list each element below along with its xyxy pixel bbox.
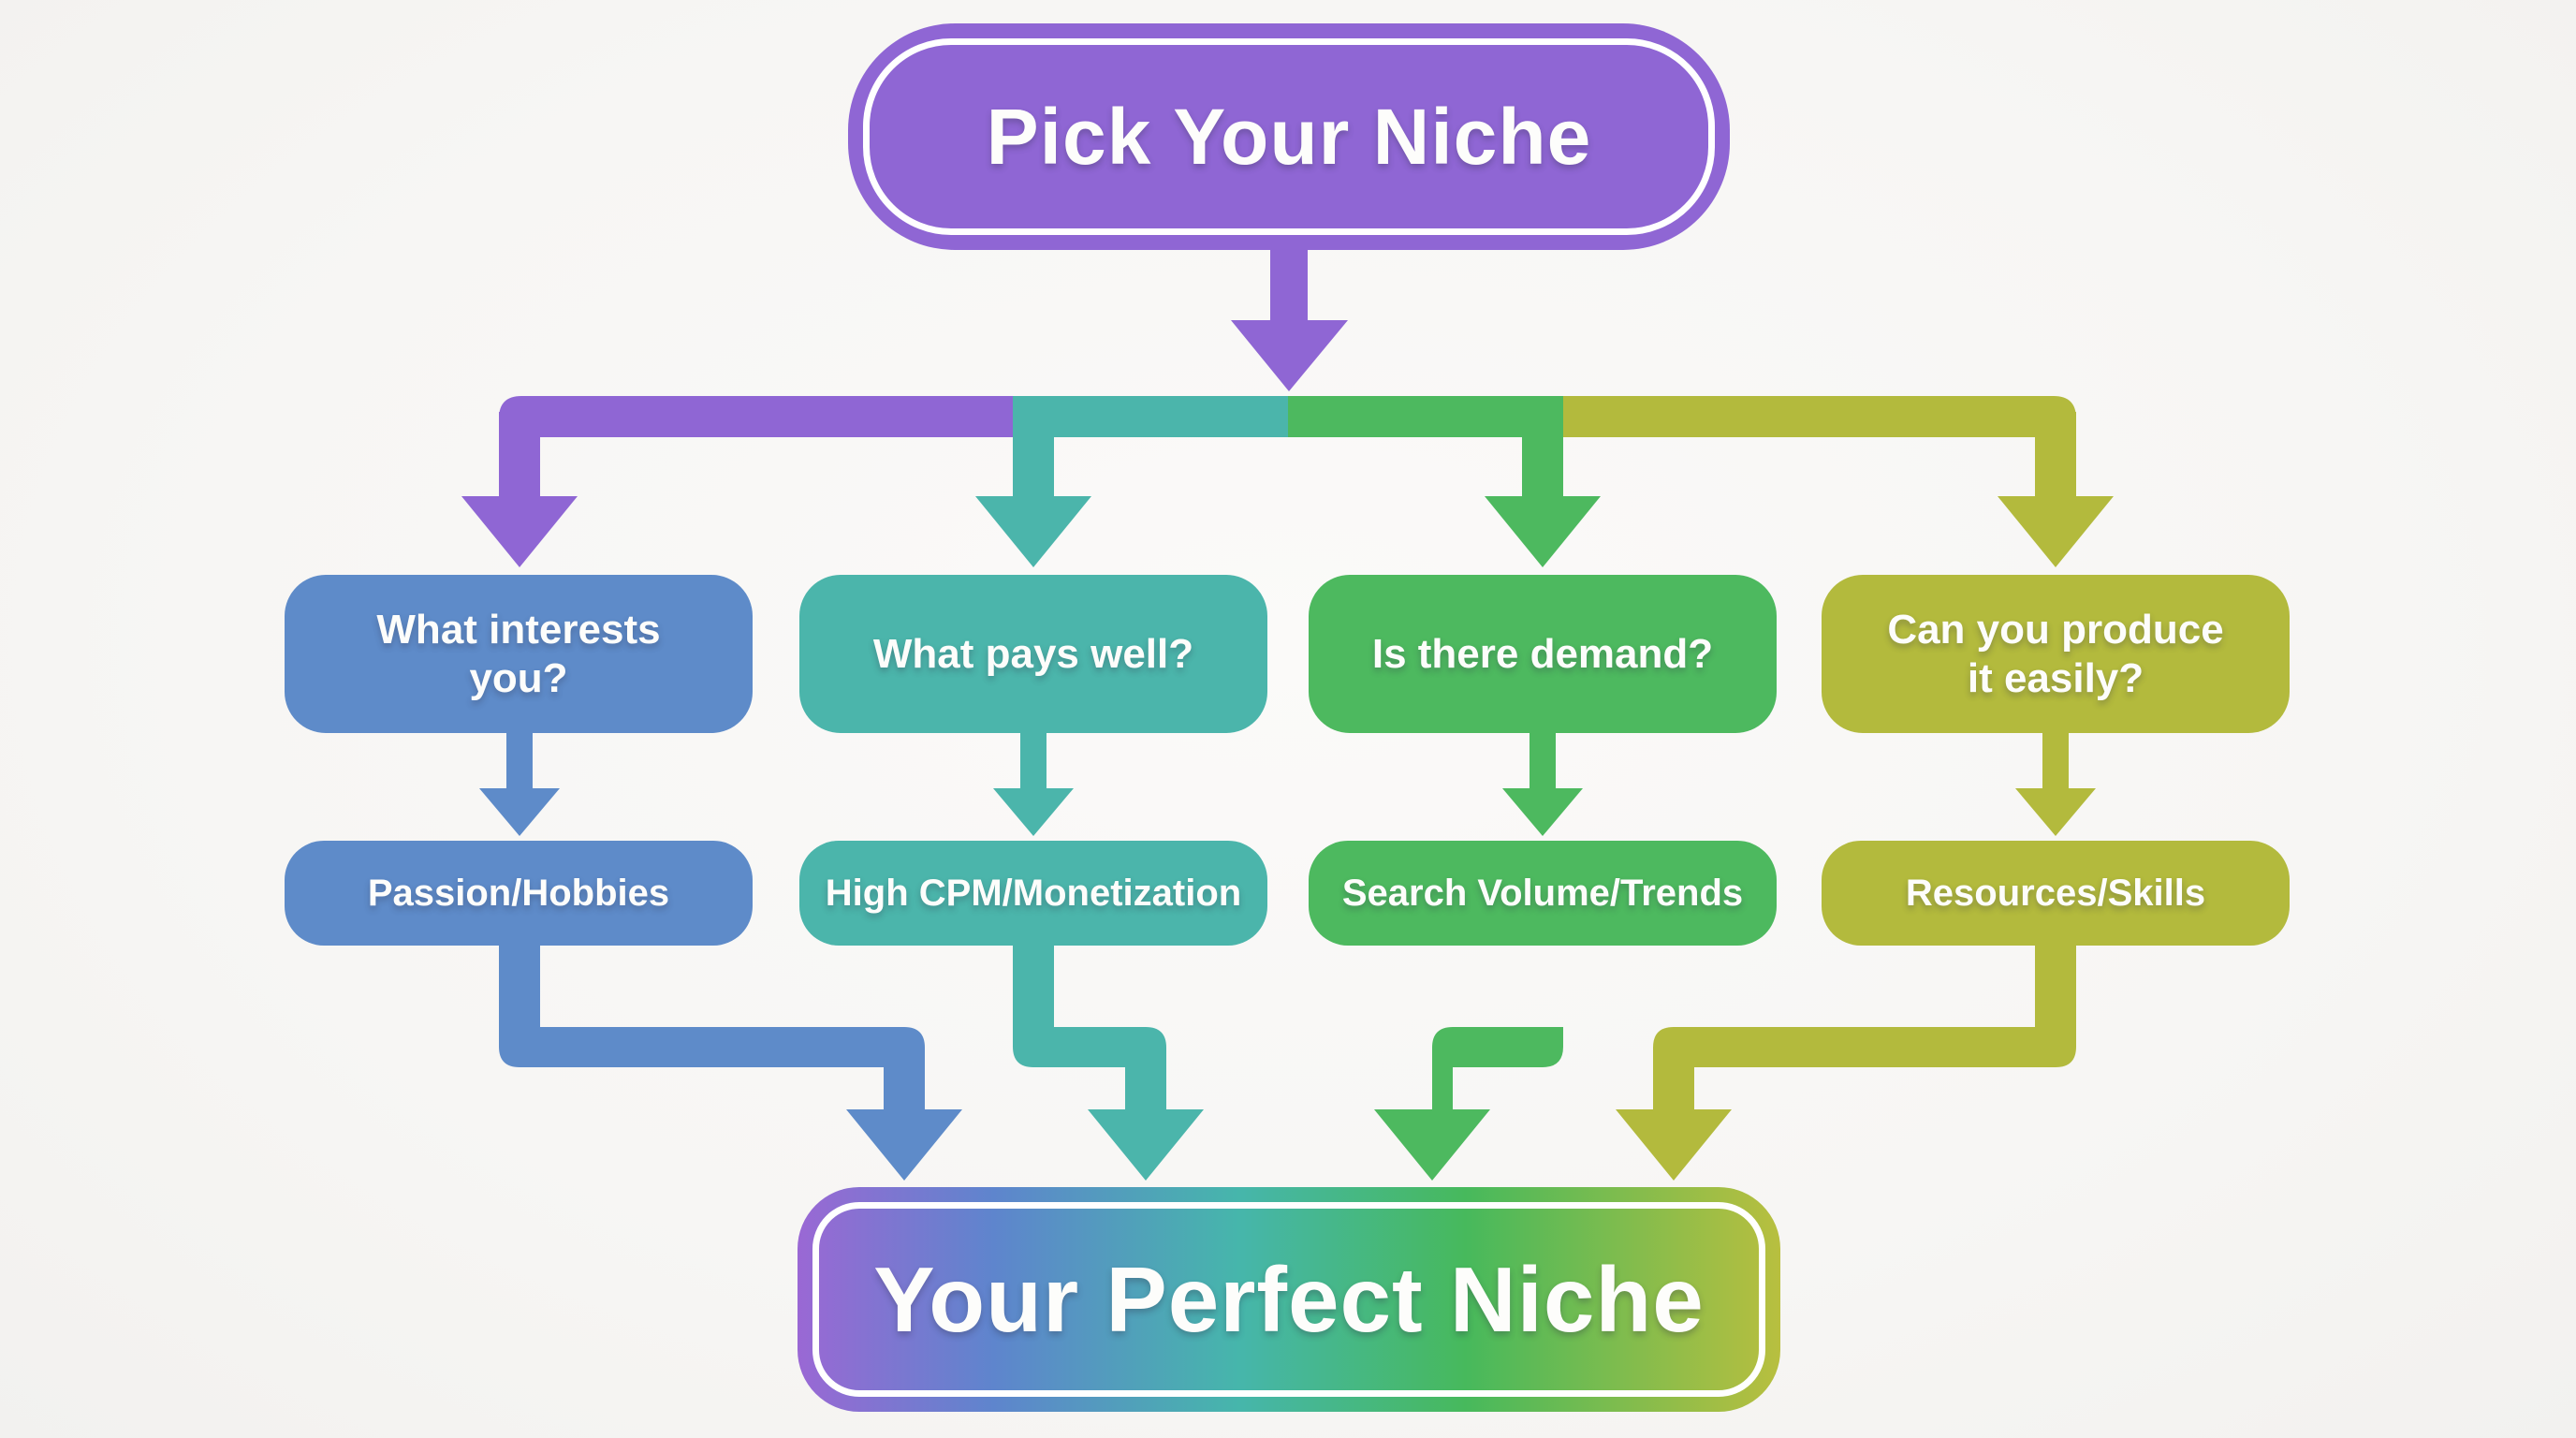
question-text: What interests you? — [376, 606, 661, 701]
answer-node-resources: Resources/Skills — [1822, 841, 2290, 946]
bar-segment-olive — [1563, 396, 2076, 437]
arrow-question-to-answer-3-icon — [1502, 731, 1583, 836]
distributor-bar — [499, 396, 2076, 437]
arrow-title-to-bar-icon — [1231, 247, 1348, 391]
question-text: Can you produce it easily? — [1887, 606, 2224, 701]
answer-node-passion: Passion/Hobbies — [285, 841, 753, 946]
answer-text: High CPM/Monetization — [825, 872, 1242, 914]
question-node-pays: What pays well? — [799, 575, 1267, 733]
title-text: Pick Your Niche — [986, 92, 1592, 181]
elbow-answer-4-to-result-icon — [1616, 944, 2076, 1181]
title-node: Pick Your Niche — [848, 23, 1730, 250]
result-node: Your Perfect Niche — [798, 1187, 1780, 1412]
answer-text: Search Volume/Trends — [1341, 872, 1744, 914]
question-node-produce: Can you produce it easily? — [1822, 575, 2290, 733]
arrow-bar-to-question-1-icon — [461, 412, 578, 567]
elbow-answer-3-to-result-icon — [1374, 944, 1563, 1181]
arrow-bar-to-question-2-icon — [975, 412, 1091, 567]
result-text: Your Perfect Niche — [873, 1247, 1705, 1351]
elbow-answer-1-to-result-icon — [499, 944, 962, 1181]
arrow-question-to-answer-4-icon — [2015, 731, 2096, 836]
answer-node-search: Search Volume/Trends — [1309, 841, 1777, 946]
bar-segment-green — [1288, 396, 1563, 437]
arrow-bar-to-question-3-icon — [1485, 412, 1601, 567]
answer-node-cpm: High CPM/Monetization — [799, 841, 1267, 946]
arrow-bar-to-question-4-icon — [1998, 412, 2114, 567]
answer-text: Passion/Hobbies — [367, 872, 670, 914]
arrow-question-to-answer-1-icon — [479, 731, 560, 836]
question-node-interests: What interests you? — [285, 575, 753, 733]
bar-segment-purple — [499, 396, 1013, 437]
elbow-answer-2-to-result-icon — [1013, 944, 1204, 1181]
bar-segment-teal — [1013, 396, 1288, 437]
question-text: Is there demand? — [1371, 630, 1714, 677]
question-node-demand: Is there demand? — [1309, 575, 1777, 733]
arrow-question-to-answer-2-icon — [993, 731, 1074, 836]
answer-text: Resources/Skills — [1905, 872, 2206, 914]
question-text: What pays well? — [872, 630, 1194, 677]
